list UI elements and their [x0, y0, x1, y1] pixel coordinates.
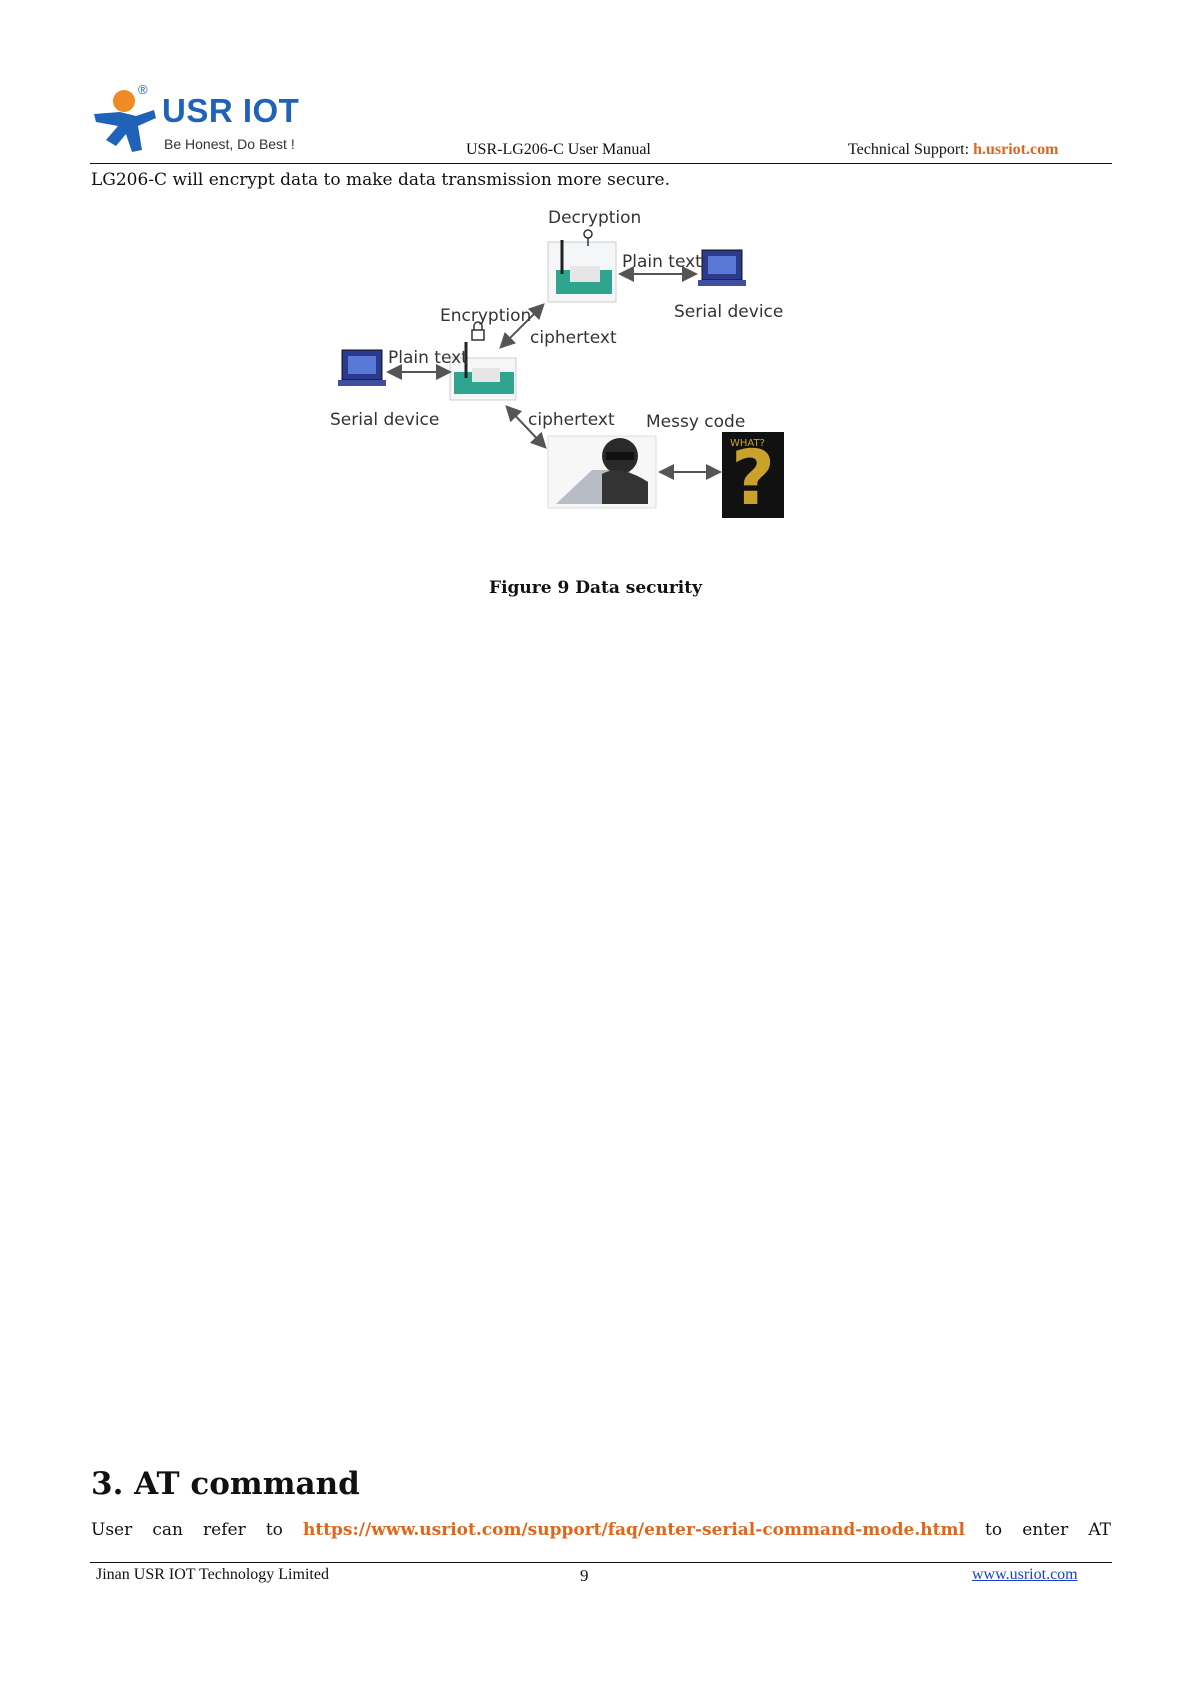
- registered-mark: ®: [138, 82, 148, 97]
- usr-iot-logo: ® USR IOT Be Honest, Do Best !: [92, 88, 302, 158]
- label-messy-code: Messy code: [646, 412, 745, 432]
- footer-website-link[interactable]: www.usriot.com: [972, 1566, 1078, 1584]
- data-security-diagram: ? Decryption Plain text Serial device En…: [330, 212, 860, 552]
- technical-support: Technical Support: h.usriot.com: [848, 141, 1058, 159]
- serial-command-mode-link[interactable]: https://www.usriot.com/support/faq/enter…: [303, 1520, 965, 1540]
- label-serial-device-left: Serial device: [330, 410, 439, 430]
- header-divider: [90, 163, 1112, 164]
- para-word: to: [985, 1520, 1002, 1540]
- label-serial-device-right: Serial device: [674, 302, 783, 322]
- para-word: can: [152, 1520, 183, 1540]
- label-plain-text-top: Plain text: [622, 252, 702, 272]
- manual-title: USR-LG206-C User Manual: [466, 141, 651, 159]
- section-heading: 3. AT command: [91, 1466, 360, 1502]
- section-paragraph: User can refer to https://www.usriot.com…: [91, 1520, 1111, 1540]
- para-word: refer: [203, 1520, 246, 1540]
- hacker-icon: [548, 436, 656, 508]
- lora-module-top: [548, 230, 616, 302]
- support-link[interactable]: h.usriot.com: [973, 141, 1058, 158]
- figure-caption: Figure 9 Data security: [0, 578, 1191, 598]
- para-word: AT: [1088, 1520, 1111, 1540]
- footer-company: Jinan USR IOT Technology Limited: [96, 1566, 329, 1584]
- support-label: Technical Support:: [848, 141, 969, 158]
- logo-figure-icon: [92, 88, 164, 156]
- label-ciphertext-top: ciphertext: [530, 328, 617, 348]
- logo-tagline: Be Honest, Do Best !: [164, 136, 295, 152]
- diagram-graphics: ?: [330, 212, 860, 552]
- label-what: WHAT?: [730, 438, 765, 449]
- footer-divider: [90, 1562, 1112, 1563]
- page-number: 9: [580, 1566, 589, 1586]
- label-ciphertext-bottom: ciphertext: [528, 410, 615, 430]
- para-word: User: [91, 1520, 132, 1540]
- label-plain-text-left: Plain text: [388, 348, 468, 368]
- label-decryption: Decryption: [548, 208, 641, 228]
- logo-wordmark: USR IOT: [162, 92, 299, 130]
- label-encryption: Encryption: [440, 306, 531, 326]
- serial-device-left-icon: [338, 350, 386, 386]
- para-word: enter: [1022, 1520, 1068, 1540]
- para-word: to: [266, 1520, 283, 1540]
- serial-device-right-icon: [698, 250, 746, 286]
- intro-paragraph: LG206-C will encrypt data to make data t…: [91, 170, 670, 190]
